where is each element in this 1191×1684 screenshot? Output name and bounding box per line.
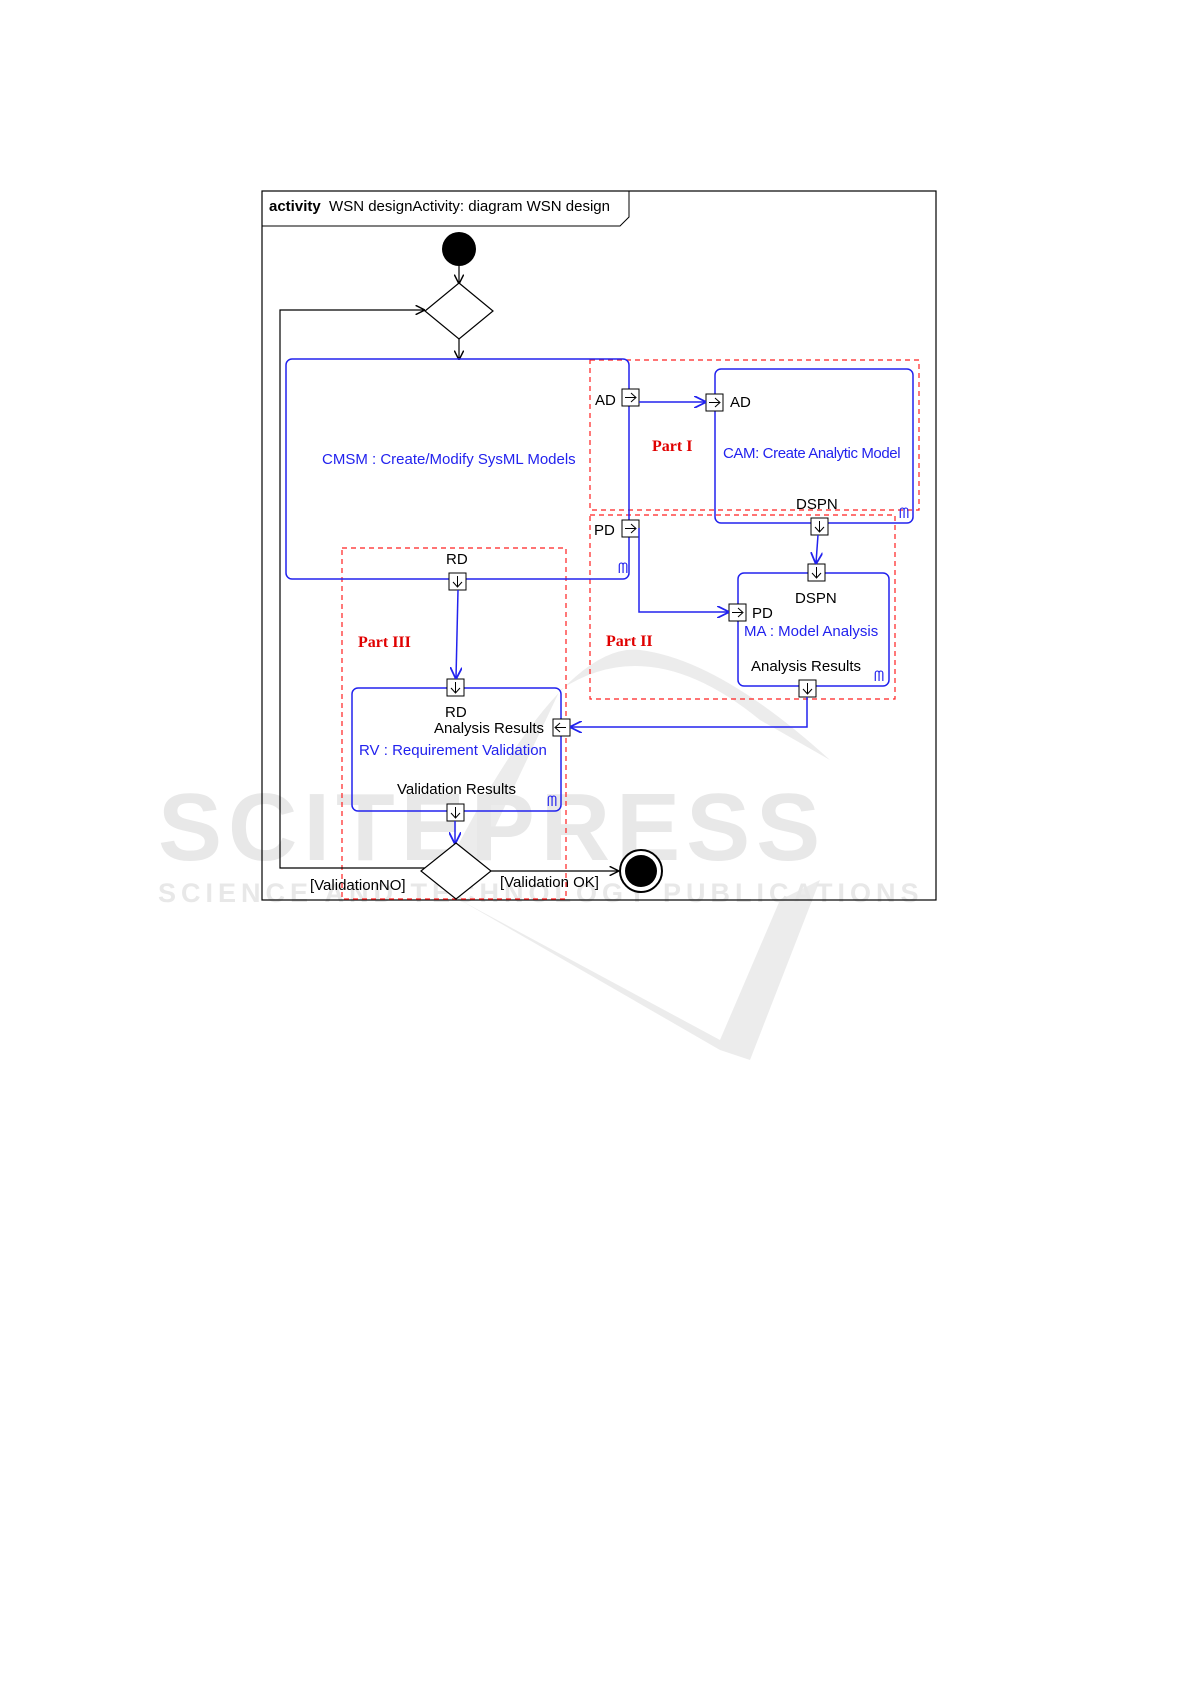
pin-ma-dspn-label: DSPN: [795, 590, 837, 607]
pin-rv-validation-label: Validation Results: [397, 781, 516, 798]
svg-text:ᗰ: ᗰ: [618, 560, 628, 576]
pin-ma-dspn: [807, 563, 826, 582]
pin-cmsm-pd-label: PD: [594, 522, 615, 539]
action-cam-label: CAM: Create Analytic Model: [723, 445, 901, 462]
frame-title: activity WSN designActivity: diagram WSN…: [269, 199, 610, 214]
frame-title-tab: [262, 191, 630, 227]
watermark-title: SCITEPRESS: [158, 774, 827, 881]
svg-text:ᗰ: ᗰ: [874, 668, 884, 684]
pin-rv-validation: [446, 803, 465, 822]
decision-node: [420, 842, 492, 900]
svg-text:ᗰ: ᗰ: [899, 505, 909, 521]
pin-cmsm-ad-label: AD: [595, 392, 616, 409]
pin-ma-pd: [728, 603, 747, 622]
frame-title-text: WSN designActivity: diagram WSN design: [329, 198, 610, 215]
pin-rv-results-label: Analysis Results: [434, 720, 545, 737]
pin-ma-results: [798, 679, 817, 698]
pin-rv-results: [552, 718, 571, 737]
flow-dspn: [816, 534, 818, 563]
action-cmsm-label: CMSM : Create/Modify SysML Models: [322, 451, 576, 468]
pin-ma-results-label: Analysis Results: [751, 658, 862, 675]
part-3-label: Part III: [358, 634, 411, 651]
part-2-region: [589, 514, 896, 700]
action-ma-label: MA : Model Analysis: [744, 623, 879, 640]
action-rv-label: RV : Requirement Validation: [359, 742, 547, 759]
action-cmsm: [285, 358, 630, 580]
flow-analysis-results: [571, 697, 808, 727]
frame-keyword: activity: [269, 198, 321, 215]
pin-cam-ad-label: AD: [730, 394, 751, 411]
pin-rv-rd: [446, 678, 465, 697]
pin-cmsm-rd: [448, 572, 467, 591]
flow-pd: [638, 528, 728, 612]
loop-back-flow: [279, 310, 425, 869]
pin-rv-rd-label: RD: [445, 704, 467, 721]
flow-rd: [456, 589, 458, 678]
pin-cam-dspn: [810, 517, 829, 536]
svg-text:ᗰ: ᗰ: [547, 793, 557, 809]
guard-validation-ok: [Validation OK]: [500, 874, 599, 891]
pin-cmsm-ad: [621, 388, 640, 407]
pin-cmsm-rd-label: RD: [446, 551, 468, 568]
part-1-label: Part I: [652, 438, 693, 455]
pin-cmsm-pd: [621, 519, 640, 538]
watermark-subtitle: SCIENCE AND TECHNOLOGY PUBLICATIONS: [158, 878, 924, 908]
pin-cam-dspn-label: DSPN: [796, 496, 838, 513]
guard-validation-no: [ValidationNO]: [310, 877, 406, 894]
pin-ma-pd-label: PD: [752, 605, 773, 622]
pin-cam-ad: [705, 393, 724, 412]
part-2-label: Part II: [606, 633, 653, 650]
initial-node: [442, 232, 476, 266]
activity-frame: [261, 190, 937, 901]
merge-node: [424, 282, 494, 340]
part-1-region: [589, 359, 920, 511]
